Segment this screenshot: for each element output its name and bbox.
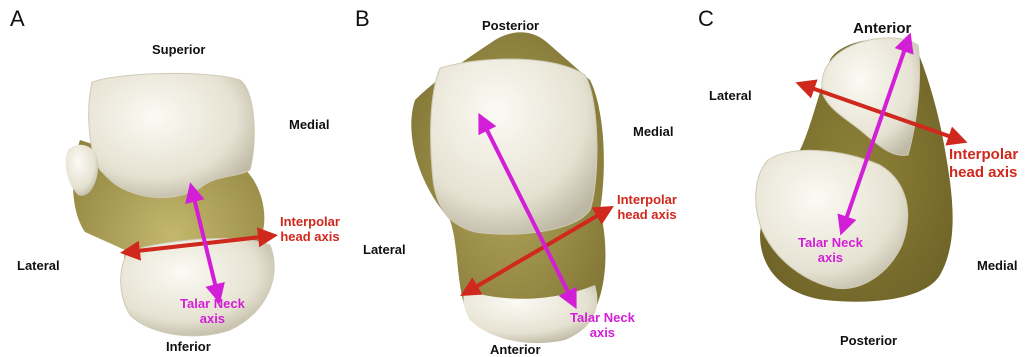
label-posterior: Posterior [840, 333, 897, 348]
label-lateral: Lateral [363, 242, 406, 257]
label-anterior: Anterior [490, 342, 541, 357]
label-posterior: Posterior [482, 18, 539, 33]
panel-c: C Anterior Lateral Medial Posterior Inte… [690, 0, 1031, 357]
label-superior: Superior [152, 42, 205, 57]
head-axis-line2: head axis [280, 229, 340, 244]
label-medial: Medial [633, 124, 673, 139]
label-talar-neck-axis: Talar Neck axis [180, 296, 245, 326]
head-axis-line1: Interpolar [280, 214, 340, 229]
label-interpolar-head-axis: Interpolar head axis [617, 192, 677, 222]
label-talar-neck-axis: Talar Neck axis [798, 235, 863, 265]
label-inferior: Inferior [166, 339, 211, 354]
label-medial: Medial [977, 258, 1017, 273]
panel-b: B Posterior Medial Lateral Anterior Inte… [345, 0, 690, 357]
head-axis-line1: Interpolar [617, 192, 677, 207]
head-axis-line2: head axis [617, 207, 677, 222]
neck-axis-line2: axis [798, 250, 863, 265]
neck-axis-line1: Talar Neck [570, 310, 635, 325]
neck-axis-line1: Talar Neck [180, 296, 245, 311]
label-interpolar-head-axis: Interpolar head axis [949, 146, 1018, 182]
label-anterior: Anterior [853, 20, 911, 37]
label-lateral: Lateral [709, 88, 752, 103]
neck-axis-line2: axis [570, 325, 635, 340]
talus-model-b [345, 0, 690, 357]
panel-letter: B [355, 6, 370, 32]
panel-letter: A [10, 6, 25, 32]
panel-a: A Superior Medial Lateral Inferior Inter… [0, 0, 345, 357]
neck-axis-line1: Talar Neck [798, 235, 863, 250]
trochlear-cartilage [431, 59, 597, 234]
label-lateral: Lateral [17, 258, 60, 273]
head-axis-line1: Interpolar [949, 146, 1018, 164]
label-medial: Medial [289, 117, 329, 132]
label-talar-neck-axis: Talar Neck axis [570, 310, 635, 340]
neck-axis-line2: axis [180, 311, 245, 326]
head-axis-line2: head axis [949, 164, 1018, 182]
label-interpolar-head-axis: Interpolar head axis [280, 214, 340, 244]
panel-letter: C [698, 6, 714, 32]
